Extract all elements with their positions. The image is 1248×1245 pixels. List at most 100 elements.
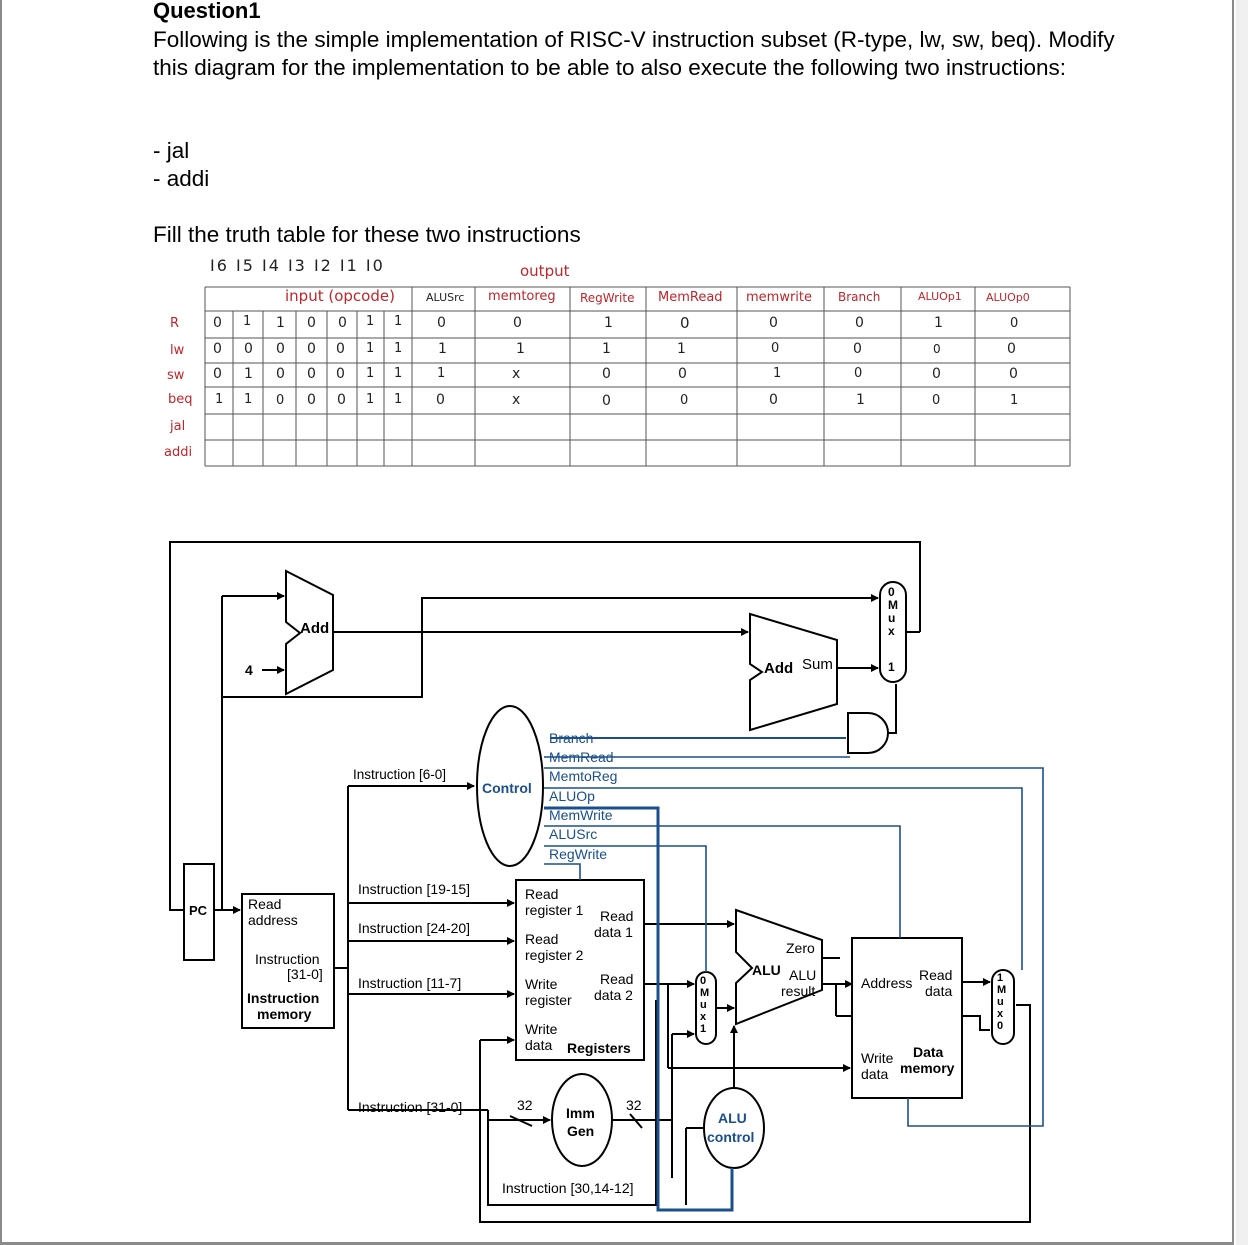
signal-aluop: ALUOp [549, 788, 595, 804]
cell-beq-memread: 0 [680, 393, 689, 408]
alu-control-1: ALU [718, 1110, 747, 1126]
cell-r-aluop0: 0 [1010, 316, 1019, 331]
cell-lw-regwrite: 1 [602, 341, 611, 357]
cell-r-aluop1: 1 [934, 315, 943, 331]
instr-24-20: Instruction [24-20] [358, 920, 471, 936]
input-label: input (opcode) [285, 287, 395, 305]
header-memread: MemRead [658, 290, 723, 305]
page-border-right [1232, 0, 1234, 1245]
cell-r-i6: 0 [213, 315, 222, 331]
reg-read1: Read [525, 886, 559, 902]
truth-table-grid [204, 286, 1071, 467]
row-name-r: R [170, 316, 180, 331]
cell-lw-aluop1: 0 [933, 342, 941, 356]
instr-31-0: Instruction [31-0] [358, 1099, 463, 1115]
list-item-addi: - addi [153, 166, 210, 191]
cell-beq-i5: 1 [244, 392, 253, 407]
cell-lw-i6: 0 [213, 341, 222, 357]
cell-sw-i5: 1 [244, 366, 253, 382]
row-name-addi: addi [164, 445, 193, 460]
cell-sw-i6: 0 [213, 366, 222, 382]
cell-lw-i5: 0 [244, 341, 253, 357]
question-paragraph: Following is the simple implementation o… [153, 27, 1115, 80]
page-margin-right [1236, 0, 1248, 1245]
question-title: Question1 [153, 0, 261, 23]
header-aluop1: ALUOp1 [918, 290, 962, 303]
mux-pc-one: 1 [888, 660, 895, 674]
cell-sw-regwrite: 0 [602, 366, 611, 382]
header-memtoreg: memtoreg [488, 289, 556, 304]
reg-write: Write [525, 976, 558, 992]
reg-writedata2: data [525, 1037, 553, 1053]
imem-name1: Instruction [247, 990, 320, 1006]
cell-beq-memwrite: 0 [769, 392, 778, 408]
dm-name2: memory [900, 1060, 955, 1076]
reg-writereg: register [525, 992, 572, 1008]
cell-r-memread: 0 [680, 314, 690, 332]
header-branch: Branch [838, 290, 881, 304]
cell-r-branch: 0 [855, 315, 864, 331]
imem-read: Read [248, 896, 282, 912]
reg-read2: Read [525, 931, 559, 947]
fill-instruction: Fill the truth table for these two instr… [153, 222, 581, 247]
alu-result2: result [781, 983, 816, 999]
signal-regwrite: RegWrite [549, 846, 608, 862]
dm-read1: Read [919, 967, 953, 983]
cell-sw-i4: 0 [276, 366, 285, 382]
row-name-beq: beq [168, 392, 193, 407]
instr-19-15: Instruction [19-15] [358, 881, 471, 897]
signal-memtoreg: MemtoReg [549, 768, 618, 784]
alu-result1: ALU [789, 967, 817, 983]
cell-r-memtoreg: 0 [513, 315, 522, 331]
cell-lw-i3: 0 [307, 341, 316, 357]
alu-label: ALU [752, 962, 781, 978]
cell-lw-alusrc: 1 [438, 341, 447, 357]
cell-r-i5: 1 [243, 314, 252, 329]
cell-lw-i1: 1 [366, 341, 375, 356]
cell-lw-i0: 1 [394, 341, 403, 356]
cell-lw-memread: 1 [677, 341, 686, 357]
page-border-left [0, 0, 2, 1245]
add-pc-label: Add [300, 620, 330, 637]
row-name-lw: lw [170, 343, 185, 358]
add-branch-label: Add [764, 660, 794, 677]
alu-control-2: control [707, 1129, 755, 1145]
imm-gen-1: Imm [566, 1105, 595, 1121]
list-item-jal: - jal [153, 138, 190, 163]
cell-lw-memwrite: 0 [771, 341, 780, 356]
cell-sw-memtoreg: x [512, 366, 521, 382]
bit-labels: I6 I5 I4 I3 I2 I1 I0 [210, 256, 385, 275]
cell-lw-branch: 0 [853, 341, 862, 357]
cell-lw-aluop0: 0 [1007, 341, 1016, 357]
instr-11-7: Instruction [11-7] [358, 975, 462, 991]
cell-beq-branch: 1 [856, 392, 865, 408]
header-regwrite: RegWrite [580, 291, 635, 305]
cell-sw-aluop1: 0 [932, 366, 941, 382]
cell-beq-i6: 1 [215, 392, 224, 407]
cell-sw-branch: 0 [854, 366, 863, 381]
header-alusrc: ALUSrc [426, 291, 465, 304]
cell-beq-i2: 0 [337, 392, 346, 408]
cell-r-i2: 0 [338, 315, 347, 331]
constant-four: 4 [245, 662, 253, 678]
cell-r-i3: 0 [307, 315, 316, 331]
reg-rd1b: data 1 [594, 924, 633, 940]
cell-beq-alusrc: 0 [436, 392, 445, 408]
cell-r-i0: 1 [394, 314, 403, 329]
row-name-sw: sw [167, 368, 185, 383]
cell-sw-i0: 1 [394, 366, 403, 381]
imem-address: address [248, 912, 298, 928]
cell-beq-regwrite: 0 [602, 393, 611, 409]
header-aluop0: ALUOp0 [986, 291, 1030, 304]
cell-r-alusrc: 0 [437, 315, 446, 331]
header-memwrite: memwrite [746, 290, 813, 305]
cell-sw-i1: 1 [366, 366, 375, 381]
pc-label: PC [189, 903, 208, 918]
reg-rd1a: Read [600, 908, 634, 924]
cell-lw-i2: 0 [336, 341, 345, 357]
cell-r-regwrite: 1 [604, 315, 613, 331]
cell-lw-i4: 0 [276, 341, 285, 357]
imm-gen-2: Gen [567, 1123, 595, 1139]
